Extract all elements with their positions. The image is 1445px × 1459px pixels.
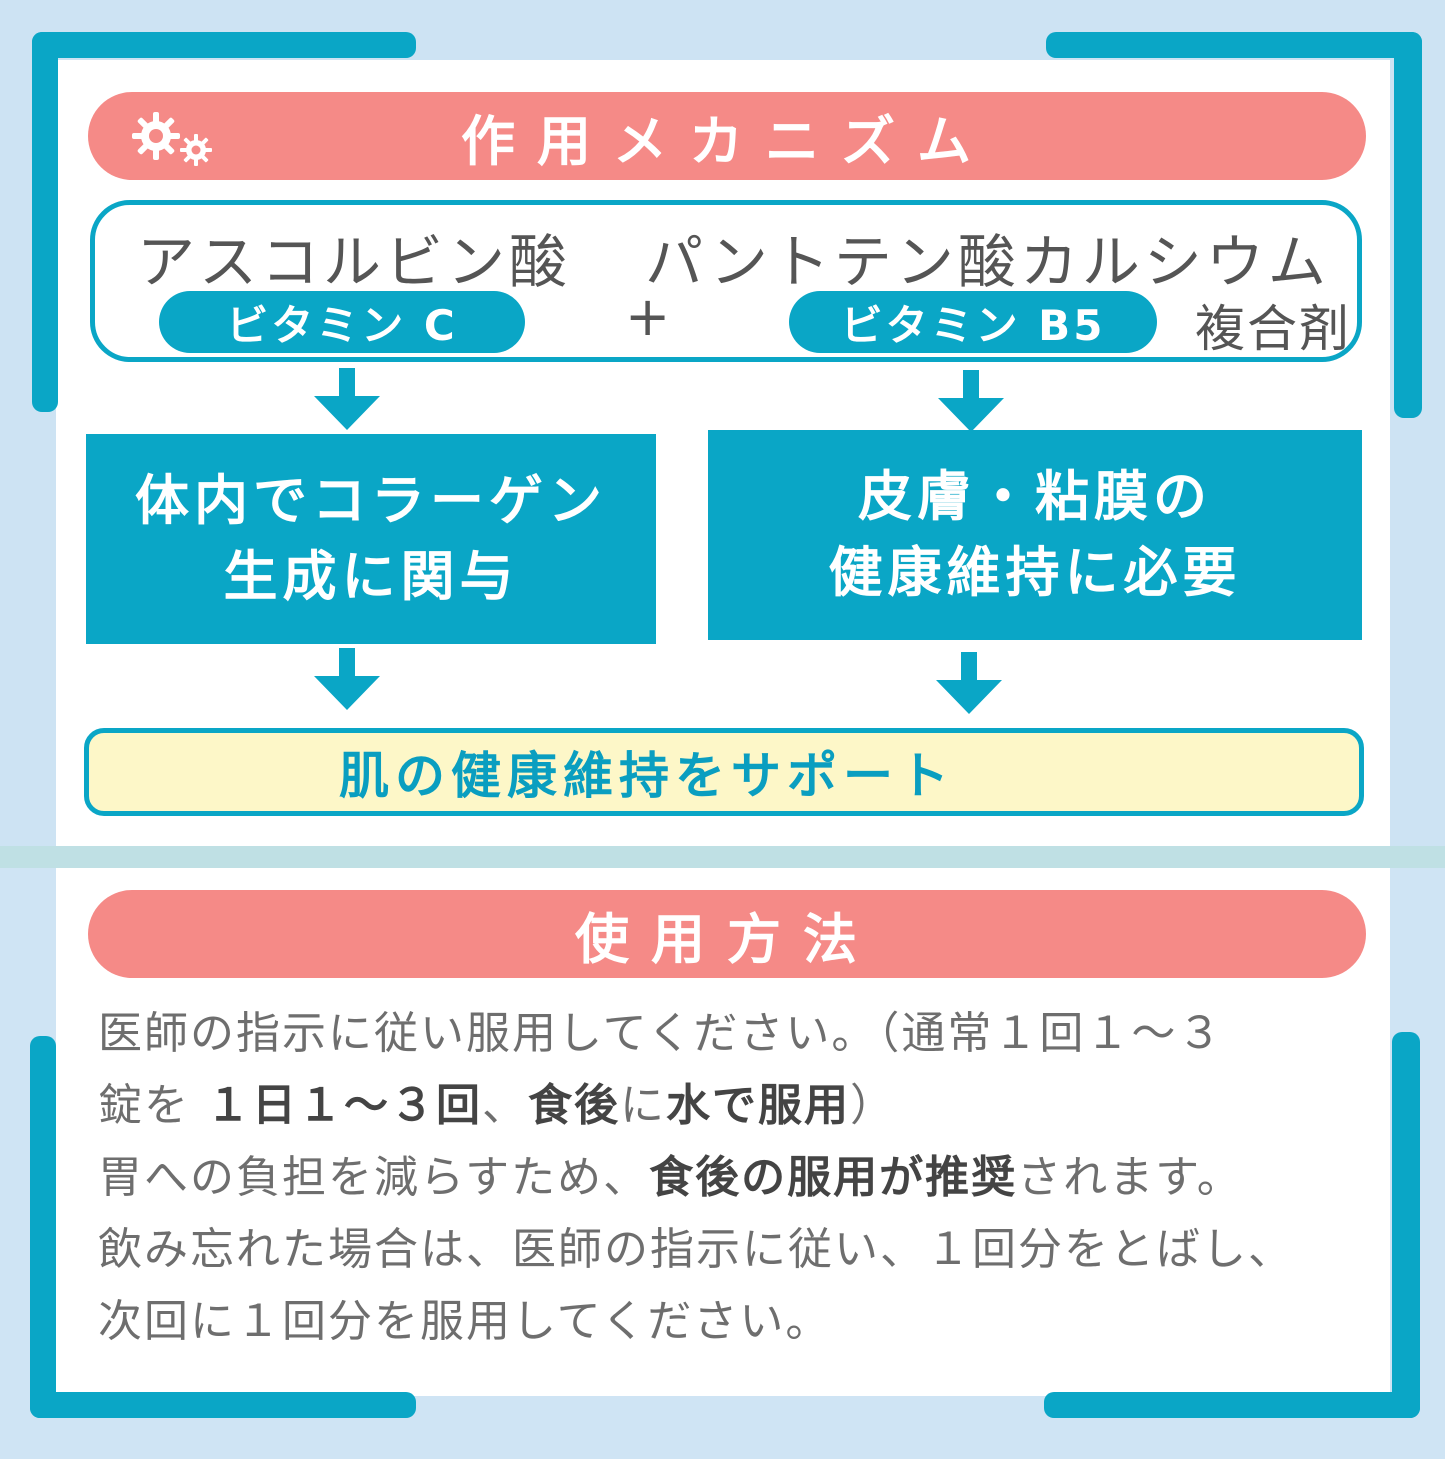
usage-text: されます。: [1017, 1152, 1243, 1203]
usage-emphasis: 食後の服用が推奨: [649, 1152, 1018, 1203]
vitamin-b5-badge: ビタミン B5: [789, 291, 1157, 353]
effect-collagen-box: 体内でコラーゲン 生成に関与: [86, 434, 656, 644]
compound-calcium-pantothenate: パントテン酸カルシウム: [645, 228, 1330, 296]
effect-skin-line2: 健康維持に必要: [828, 541, 1242, 604]
corner-bracket: [1394, 32, 1422, 418]
usage-line-2: 錠を １日１～３回、食後に水で服用）: [98, 1070, 1368, 1142]
usage-line-3: 胃への負担を減らすため、食後の服用が推奨されます。: [98, 1142, 1368, 1214]
compound-box: アスコルビン酸 パントテン酸カルシウム ビタミン C + ビタミン B5 複合剤: [90, 200, 1362, 362]
complex-label: 複合剤: [1195, 300, 1351, 358]
corner-bracket: [32, 32, 58, 412]
vitamin-c-badge: ビタミン C: [159, 291, 525, 353]
arrow-down-icon: [936, 652, 1002, 714]
effect-skin-box: 皮膚・粘膜の 健康維持に必要: [708, 430, 1362, 640]
effect-skin-line1: 皮膚・粘膜の: [858, 465, 1212, 528]
usage-text: 錠を: [98, 1080, 206, 1131]
usage-emphasis: 水で服用: [666, 1080, 850, 1131]
plus-sign: +: [625, 285, 671, 348]
usage-text: 胃への負担を減らすため、: [98, 1152, 650, 1203]
corner-bracket: [1044, 1392, 1420, 1418]
effect-collagen-line2: 生成に関与: [223, 545, 519, 608]
gears-icon: [132, 112, 212, 166]
arrow-down-icon: [938, 370, 1004, 432]
usage-text: ）: [850, 1080, 896, 1131]
usage-text: 、: [482, 1080, 528, 1131]
mechanism-title: 作用メカニズム: [88, 92, 1366, 180]
compound-ascorbic-acid: アスコルビン酸: [137, 228, 572, 296]
usage-line-4: 飲み忘れた場合は、医師の指示に従い、１回分をとばし、: [98, 1224, 1294, 1275]
arrow-down-icon: [314, 368, 380, 430]
corner-bracket: [1392, 1032, 1420, 1418]
corner-bracket: [30, 1392, 416, 1418]
arrow-down-icon: [314, 648, 380, 710]
usage-text: に: [620, 1080, 666, 1131]
corner-bracket: [32, 32, 416, 58]
usage-title: 使用方法: [88, 890, 1366, 978]
result-box: 肌の健康維持をサポート: [84, 728, 1364, 816]
usage-emphasis: 食後: [528, 1080, 620, 1131]
usage-line-1: 医師の指示に従い服用してください。（通常１回１～３: [98, 1008, 1224, 1059]
mechanism-title-text: 作用メカニズム: [461, 109, 993, 173]
corner-bracket: [30, 1036, 56, 1418]
usage-instructions: 医師の指示に従い服用してください。（通常１回１～３ 錠を １日１～３回、食後に水…: [98, 998, 1368, 1358]
background-divider: [0, 846, 1445, 868]
usage-title-text: 使用方法: [575, 907, 879, 971]
usage-emphasis: １日１～３回: [206, 1080, 482, 1131]
corner-bracket: [1046, 32, 1422, 58]
result-text: 肌の健康維持をサポート: [339, 747, 955, 805]
usage-line-5: 次回に１回分を服用してください。: [98, 1296, 832, 1347]
effect-collagen-line1: 体内でコラーゲン: [135, 469, 607, 532]
